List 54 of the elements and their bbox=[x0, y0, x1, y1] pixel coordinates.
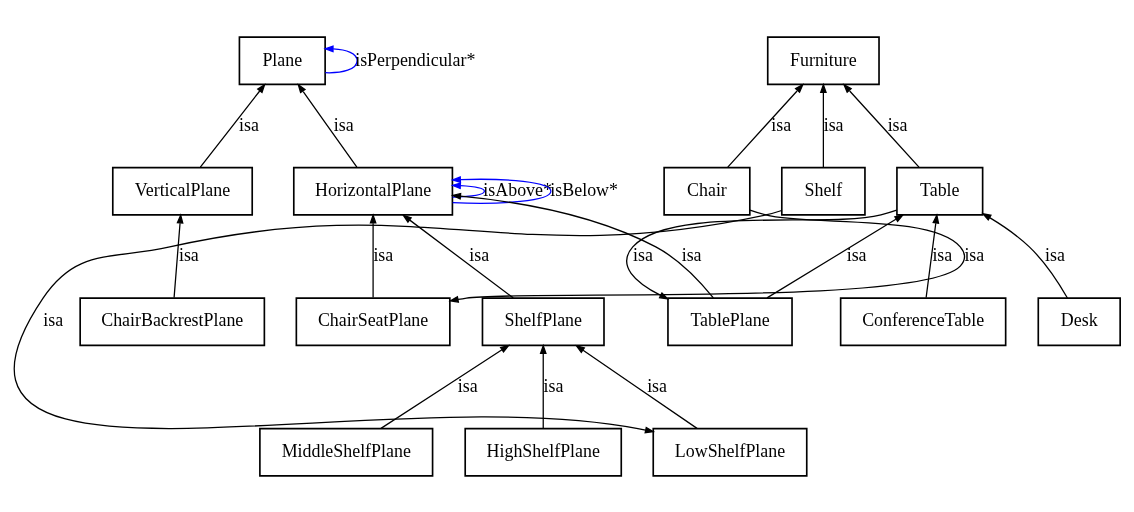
node-box: TablePlane bbox=[667, 296, 793, 346]
edge-label: isa bbox=[681, 244, 702, 265]
node-box: Plane bbox=[238, 35, 326, 85]
edge-label: isa bbox=[469, 244, 490, 265]
node-box: ConferenceTable bbox=[839, 296, 1007, 346]
node-box: Shelf bbox=[780, 166, 866, 216]
edge-label: isa bbox=[964, 244, 985, 265]
edge-label: isa bbox=[333, 114, 354, 135]
edge-label: isa bbox=[43, 309, 64, 330]
node-box: Desk bbox=[1037, 296, 1121, 346]
node-box: ShelfPlane bbox=[481, 296, 605, 346]
edge-label: isa bbox=[1044, 244, 1065, 265]
arrow bbox=[323, 44, 358, 73]
arrow bbox=[173, 212, 184, 298]
node-box: MiddleShelfPlane bbox=[259, 427, 434, 477]
arrow bbox=[626, 209, 898, 300]
node-box: ChairBackrestPlane bbox=[79, 296, 266, 346]
node-box: VerticalPlane bbox=[111, 166, 254, 216]
edge-label: isa bbox=[647, 375, 668, 396]
node-box: HighShelfPlane bbox=[464, 427, 623, 477]
arrow bbox=[450, 192, 714, 299]
arrow bbox=[766, 213, 905, 298]
arrow bbox=[297, 82, 358, 168]
edge-label: isa bbox=[239, 114, 259, 135]
edge-label: isa bbox=[846, 244, 867, 265]
edge-label: isa bbox=[178, 244, 199, 265]
arrow bbox=[369, 212, 377, 298]
edge-label: isBelow* bbox=[550, 179, 618, 200]
node-box: Table bbox=[896, 166, 984, 216]
arrow bbox=[842, 82, 920, 168]
arrow bbox=[574, 344, 698, 429]
node-box: ChairSeatPlane bbox=[295, 296, 451, 346]
arrow bbox=[727, 82, 805, 168]
arrow bbox=[380, 344, 511, 429]
arrow bbox=[925, 212, 940, 298]
node-box: HorizontalPlane bbox=[292, 166, 454, 216]
node-box: LowShelfPlane bbox=[652, 427, 808, 477]
arrow bbox=[819, 82, 827, 168]
arrow bbox=[539, 343, 547, 429]
arrow bbox=[401, 213, 514, 298]
edge-label: isa bbox=[887, 114, 908, 135]
edge-label: isa bbox=[823, 114, 844, 135]
arrow bbox=[15, 209, 783, 433]
edge-label: isa bbox=[932, 244, 953, 265]
edge-label: isa bbox=[771, 114, 792, 135]
arrow bbox=[448, 208, 966, 303]
edge-label: isa bbox=[543, 375, 564, 396]
arrow bbox=[981, 212, 1069, 299]
node-box: Furniture bbox=[766, 35, 880, 85]
edge-label: isa bbox=[457, 375, 478, 396]
arrow bbox=[199, 82, 266, 168]
edge-label: isa bbox=[633, 244, 653, 265]
node-box: Chair bbox=[663, 166, 751, 216]
edge-label: isa bbox=[373, 244, 394, 265]
